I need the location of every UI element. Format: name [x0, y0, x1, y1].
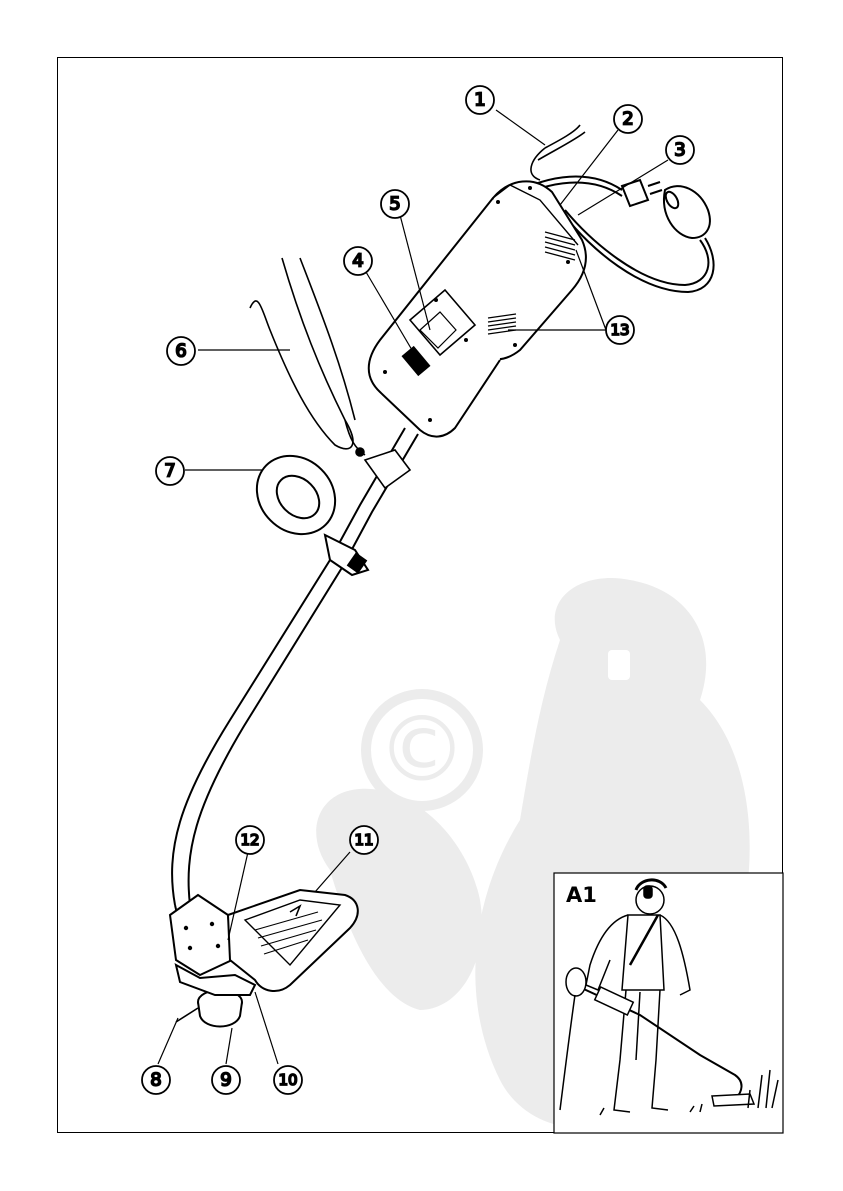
svg-text:10: 10: [278, 1071, 297, 1089]
callout-13: 13: [606, 316, 634, 344]
svg-text:11: 11: [354, 831, 373, 849]
svg-text:8: 8: [150, 1070, 161, 1091]
callout-3: 3: [666, 136, 694, 164]
operator-arm-left: [250, 258, 355, 449]
auxiliary-handle: [241, 440, 368, 575]
callout-12: 12: [236, 826, 264, 854]
callout-9: 9: [212, 1066, 240, 1094]
callout-5: 5: [381, 190, 409, 218]
callout-11: 11: [350, 826, 378, 854]
svg-text:4: 4: [352, 251, 363, 272]
callout-1: 1: [466, 86, 494, 114]
svg-text:9: 9: [220, 1070, 231, 1091]
callout-10: 10: [274, 1066, 302, 1094]
inset-a1: A1: [554, 873, 783, 1133]
inset-label: A1: [566, 883, 597, 907]
svg-text:12: 12: [240, 831, 259, 849]
svg-text:6: 6: [175, 341, 186, 362]
cutting-head: [170, 890, 358, 1027]
operator-hand-top: [531, 125, 585, 180]
callout-7: 7: [156, 457, 184, 485]
svg-text:13: 13: [610, 321, 629, 339]
svg-text:7: 7: [164, 461, 175, 482]
watermark-copyright-symbol: ©: [377, 698, 467, 803]
callout-2: 2: [614, 105, 642, 133]
callout-8: 8: [142, 1066, 170, 1094]
plug-female: [663, 186, 710, 238]
svg-text:5: 5: [389, 194, 400, 215]
callout-4: 4: [344, 247, 372, 275]
callout-6: 6: [167, 337, 195, 365]
lanyard-clip: [345, 420, 410, 488]
svg-text:1: 1: [474, 90, 485, 111]
svg-text:2: 2: [622, 109, 633, 130]
svg-text:3: 3: [674, 140, 685, 161]
